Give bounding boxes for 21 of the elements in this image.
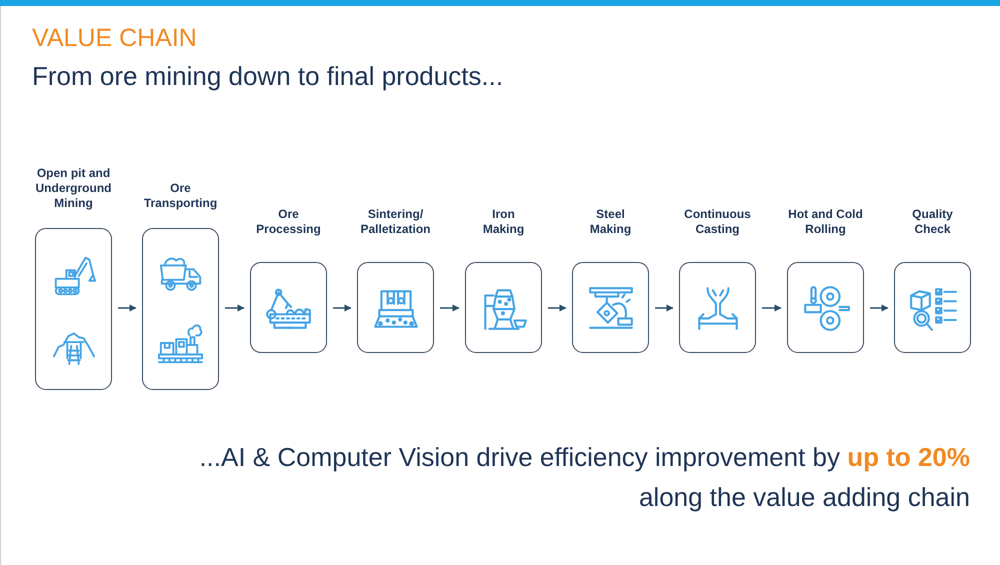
stage-heading: Ore Transporting — [142, 181, 218, 211]
arrow — [225, 304, 244, 312]
arrow — [870, 304, 888, 312]
stage-heading: Open pit and Underground Mining — [34, 166, 112, 211]
stage-heading: Ore Processing — [255, 207, 322, 237]
arrow — [762, 304, 782, 312]
arrow — [440, 304, 460, 312]
stage-heading: Quality Check — [911, 207, 954, 237]
stage-heading: Sintering/ Palletization — [359, 207, 432, 237]
claim-text: along the value adding chain — [638, 481, 970, 513]
subtitle: From ore mining down to final products... — [32, 60, 504, 92]
arrow — [333, 304, 352, 312]
claim-text: ...AI & Computer Vision drive efficiency improvement by up to 20% — [199, 441, 970, 473]
arrow — [548, 304, 566, 312]
arrow — [118, 304, 136, 312]
stage-heading: Hot and Cold Rolling — [787, 207, 864, 237]
stage-heading: Steel Making — [588, 207, 632, 237]
arrow — [655, 304, 674, 312]
stage-heading: Iron Making — [482, 207, 526, 237]
title: VALUE CHAIN — [32, 23, 197, 53]
stage-heading: Continuous Casting — [683, 207, 752, 237]
